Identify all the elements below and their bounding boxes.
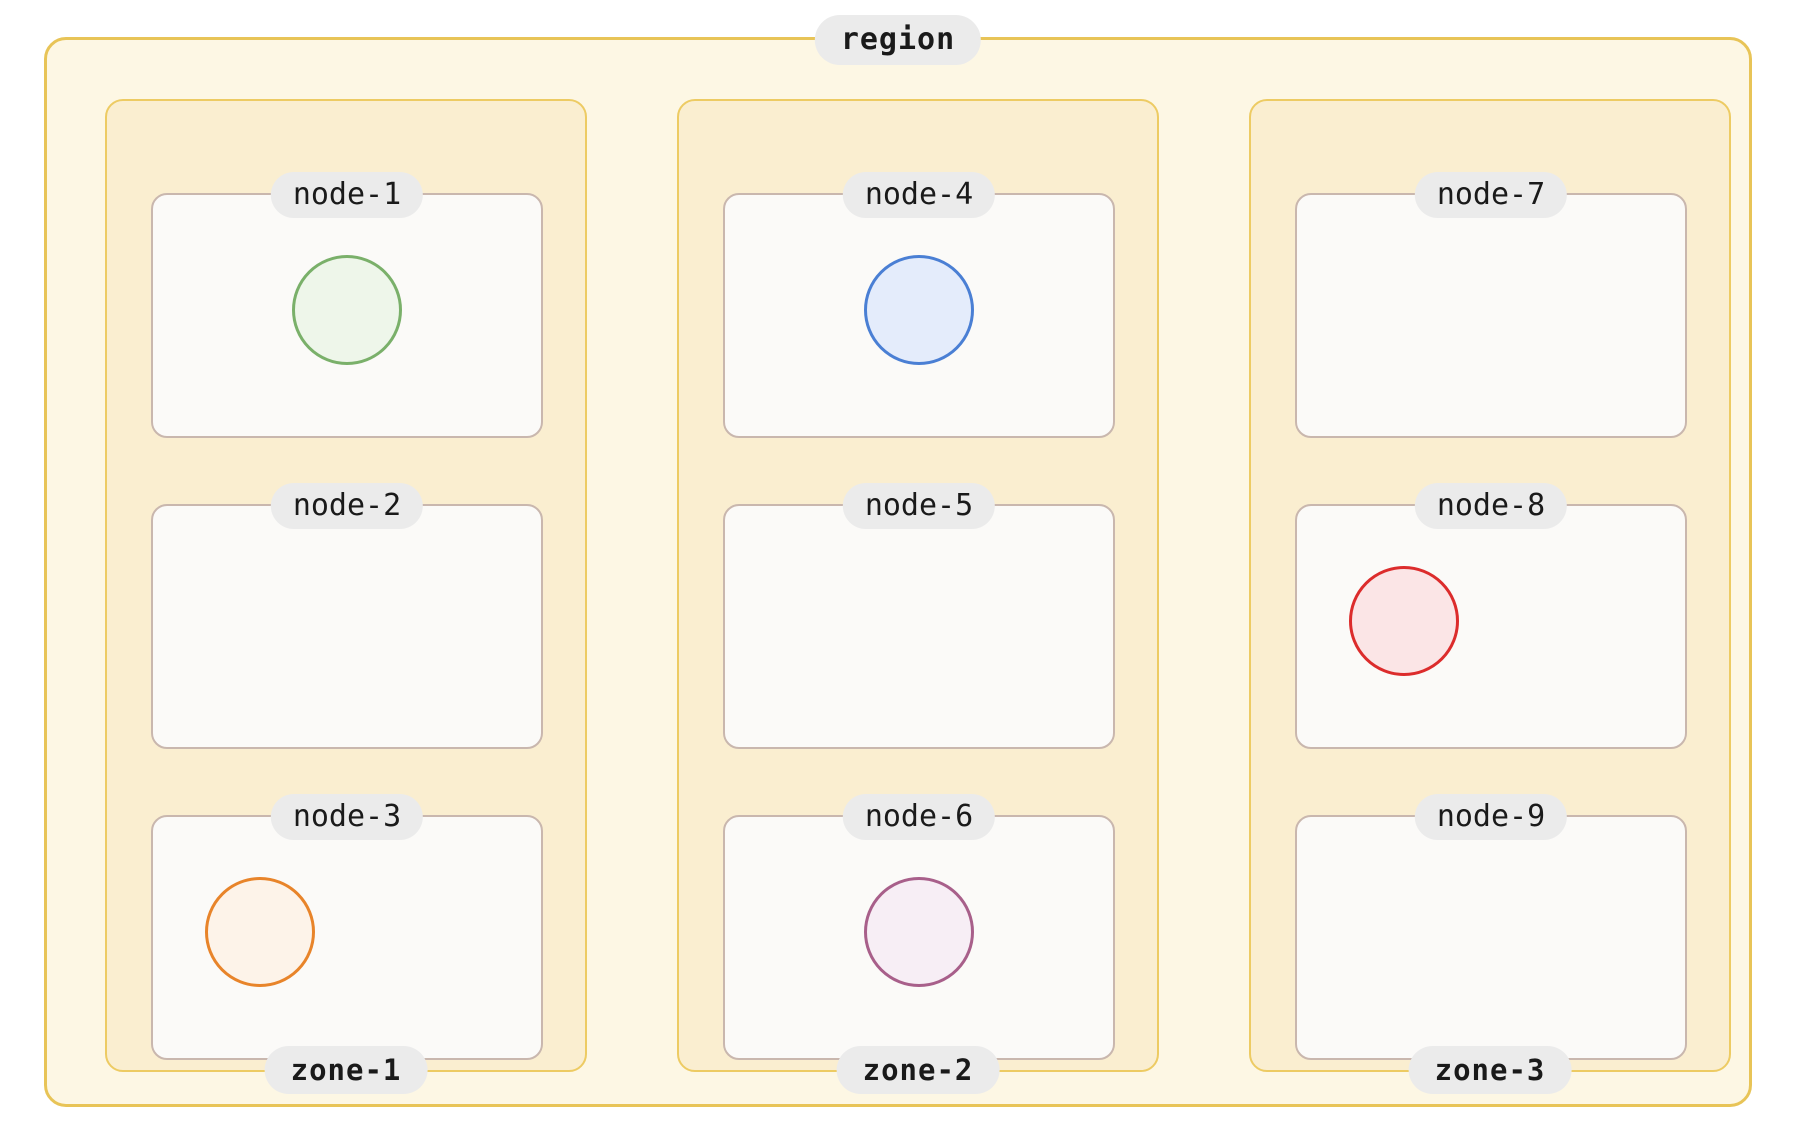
- node-container-9[interactable]: node-9: [1295, 794, 1687, 1060]
- node-container-6[interactable]: node-6: [723, 794, 1115, 1060]
- node-container-1[interactable]: node-1: [151, 172, 543, 438]
- node-label-3: node-3: [270, 794, 424, 840]
- node-label-6: node-6: [842, 794, 996, 840]
- zone-container-3[interactable]: node-7 node-8 node-9 zone-3: [1249, 99, 1731, 1094]
- node-container-2[interactable]: node-2: [151, 483, 543, 749]
- node-container-5[interactable]: node-5: [723, 483, 1115, 749]
- node-label-7: node-7: [1414, 172, 1568, 218]
- node-container-4[interactable]: node-4: [723, 172, 1115, 438]
- zone-label-3: zone-3: [1408, 1046, 1572, 1094]
- node-circle-1: [292, 255, 402, 365]
- node-circle-6: [864, 877, 974, 987]
- node-container-8[interactable]: node-8: [1295, 483, 1687, 749]
- node-label-1: node-1: [270, 172, 424, 218]
- node-circle-3: [205, 877, 315, 987]
- node-container-7[interactable]: node-7: [1295, 172, 1687, 438]
- zone-label-1: zone-1: [264, 1046, 428, 1094]
- node-label-4: node-4: [842, 172, 996, 218]
- node-circle-4: [864, 255, 974, 365]
- region-container[interactable]: region node-1 node-2 node-3 zone-1 node-…: [44, 15, 1752, 1107]
- node-label-5: node-5: [842, 483, 996, 529]
- zone-label-2: zone-2: [836, 1046, 1000, 1094]
- node-label-8: node-8: [1414, 483, 1568, 529]
- node-circle-8: [1349, 566, 1459, 676]
- node-label-2: node-2: [270, 483, 424, 529]
- node-label-9: node-9: [1414, 794, 1568, 840]
- region-label: region: [814, 15, 982, 65]
- zone-container-2[interactable]: node-4 node-5 node-6 zone-2: [677, 99, 1159, 1094]
- node-container-3[interactable]: node-3: [151, 794, 543, 1060]
- zone-container-1[interactable]: node-1 node-2 node-3 zone-1: [105, 99, 587, 1094]
